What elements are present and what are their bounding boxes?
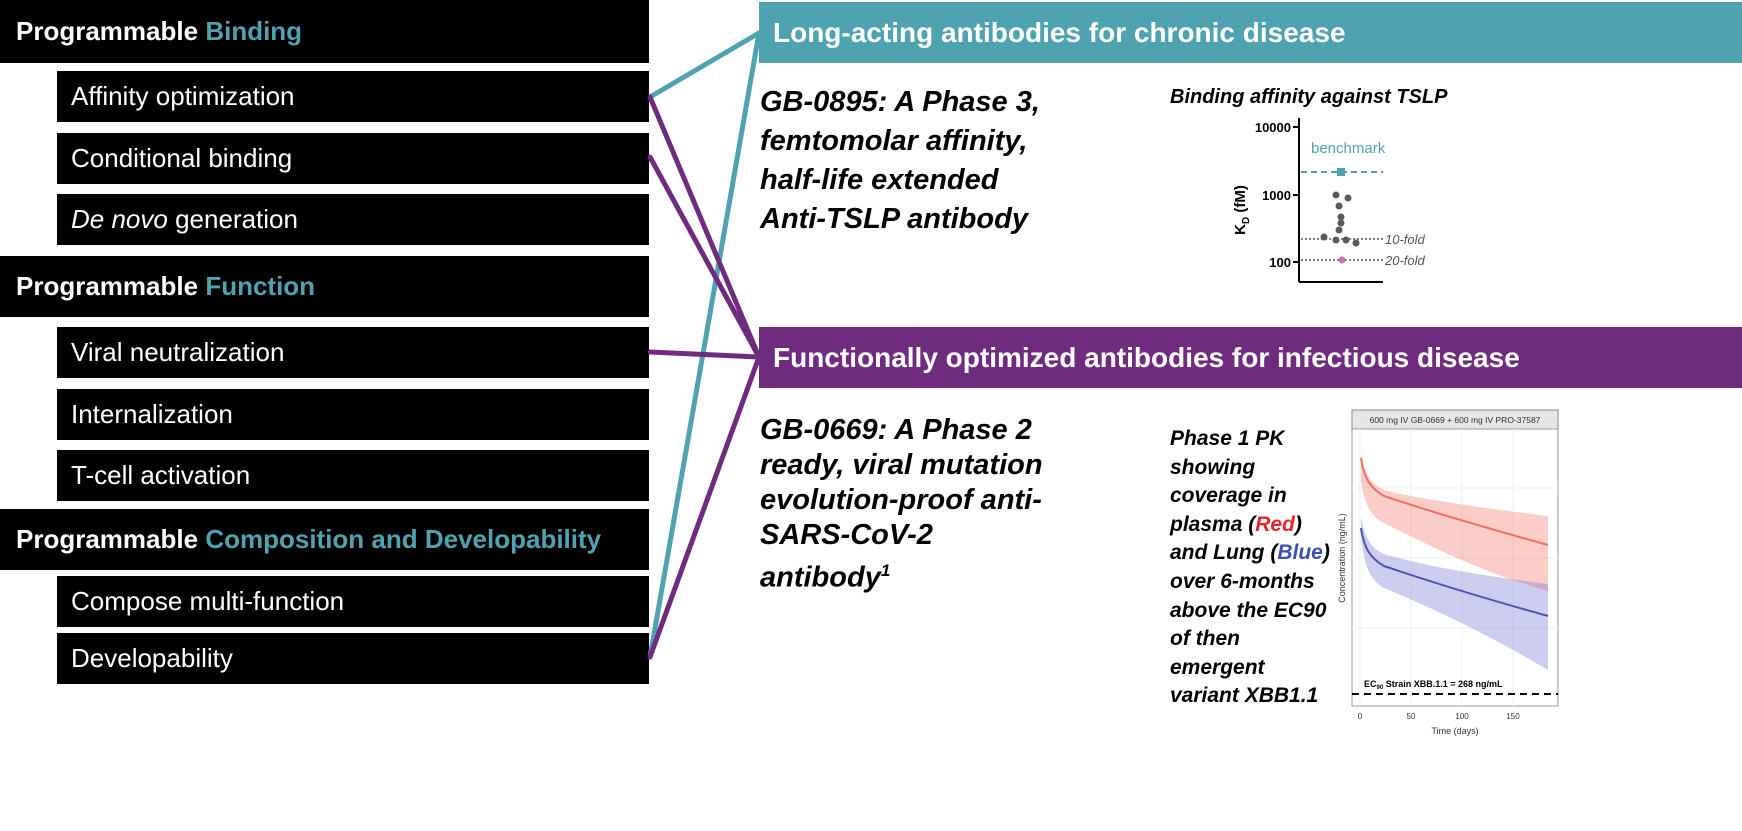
connector-developability-to-infectious (647, 354, 762, 660)
item-label: Compose multi-function (71, 586, 345, 616)
header-accent: Binding (205, 16, 303, 46)
desc-line: femtomolar affinity, (760, 125, 1028, 157)
item-affinity-optimization: Affinity optimization (57, 71, 649, 122)
gb0895-description: GB-0895: A Phase 3, femtomolar affinity,… (760, 83, 1040, 239)
item-label-italic: De novo (71, 204, 168, 234)
pk-plasma-band (1361, 453, 1548, 591)
kd-chart-title: Binding affinity against TSLP (1170, 86, 1448, 108)
kd-benchmark-marker (1337, 168, 1345, 176)
kd-data-point (1320, 233, 1328, 241)
connector-affinity-to-infectious (647, 94, 762, 360)
desc-line: half-life extended (760, 164, 999, 196)
pk-lung-line (1360, 527, 1549, 617)
kd-benchmark-label: benchmark (1311, 140, 1386, 157)
item-label: generation (167, 204, 298, 234)
kd-chart: KD (fM) 10000 1000 100 benchmark 10-fold… (1232, 118, 1426, 283)
item-label: Developability (71, 643, 233, 673)
header-programmable-composition: Programmable Composition and Developabil… (0, 509, 649, 570)
pk-plasma-line (1360, 457, 1549, 546)
pk-xtick-label: 50 (1407, 712, 1416, 721)
item-label: Affinity optimization (71, 81, 295, 111)
item-label: Internalization (71, 399, 233, 429)
item-label: Conditional binding (71, 143, 293, 173)
kd-data-point (1344, 194, 1352, 202)
item-de-novo-generation: De novo generation (57, 194, 649, 245)
kd-data-point (1342, 236, 1350, 244)
item-label: T-cell activation (71, 460, 251, 490)
caption-line: showing (1170, 455, 1256, 479)
caption-line: of then (1170, 627, 1240, 651)
header-prefix: Programmable (16, 16, 199, 46)
pk-xtick-label: 150 (1506, 712, 1520, 721)
desc-line: GB-0669: A Phase 2 (760, 414, 1032, 446)
item-viral-neutralization: Viral neutralization (57, 327, 649, 378)
pk-caption: Phase 1 PK showing coverage in plasma (R… (1170, 425, 1370, 711)
kd-tick-label: 10000 (1255, 120, 1291, 135)
kd-10fold-label: 10-fold (1385, 232, 1426, 247)
caption-line: plasma (Red) (1170, 512, 1302, 536)
desc-line: SARS-CoV-2 (760, 519, 933, 551)
item-developability: Developability (57, 633, 649, 684)
header-prefix: Programmable (16, 271, 199, 301)
connector-developability-to-chronic (647, 30, 762, 660)
caption-line: above the EC90 (1170, 598, 1327, 622)
desc-line: GB-0895: A Phase 3, (760, 86, 1040, 118)
desc-line: Anti-TSLP antibody (760, 203, 1028, 235)
caption-line: over 6-months (1170, 569, 1315, 593)
kd-tick-label: 100 (1269, 255, 1291, 270)
pk-xtick-label: 100 (1455, 712, 1469, 721)
pk-xlabel: Time (days) (1431, 726, 1478, 736)
kd-data-point (1335, 226, 1343, 234)
kd-data-point (1337, 219, 1345, 227)
gb0669-description: GB-0669: A Phase 2 ready, viral mutation… (760, 413, 1043, 596)
connector-affinity-to-chronic (647, 30, 762, 100)
pk-chart: 600 mg IV GB-0669 + 600 mg IV PRO-37587 … (1337, 409, 1559, 736)
banner-infectious-disease: Functionally optimized antibodies for in… (759, 327, 1742, 388)
kd-data-point (1337, 213, 1345, 221)
kd-data-point (1332, 236, 1340, 244)
kd-data-point (1332, 191, 1340, 199)
item-internalization: Internalization (57, 389, 649, 440)
desc-line: ready, viral mutation (760, 449, 1043, 481)
caption-line: and Lung (Blue) (1170, 541, 1330, 565)
pk-xtick-label: 0 (1358, 712, 1363, 721)
pk-ylabel: Concentration (ng/mL) (1337, 513, 1347, 603)
caption-line: emergent (1170, 655, 1265, 679)
kd-ylabel: KD (fM) (1232, 185, 1252, 235)
item-t-cell-activation: T-cell activation (57, 450, 649, 501)
header-programmable-function: Programmable Function (0, 256, 649, 317)
kd-20fold-label: 20-fold (1384, 253, 1426, 268)
header-accent: Function (205, 271, 316, 301)
connector-conditional-to-infectious (647, 154, 762, 360)
pk-ec90-label: EC90 Strain XBB.1.1 = 268 ng/mL (1364, 679, 1503, 691)
caption-line: Phase 1 PK (1170, 427, 1285, 450)
banner-label: Functionally optimized antibodies for in… (773, 341, 1520, 373)
desc-line: antibody1 (760, 561, 891, 594)
banner-label: Long-acting antibodies for chronic disea… (773, 16, 1346, 48)
caption-line: coverage in (1170, 484, 1287, 508)
kd-data-point (1352, 239, 1360, 247)
item-conditional-binding: Conditional binding (57, 133, 649, 184)
pk-title: 600 mg IV GB-0669 + 600 mg IV PRO-37587 (1370, 415, 1541, 425)
kd-data-point (1335, 202, 1343, 210)
caption-line: variant XBB1.1 (1170, 684, 1319, 708)
banner-chronic-disease: Long-acting antibodies for chronic disea… (759, 2, 1742, 63)
kd-data-point-best (1338, 256, 1346, 264)
header-programmable-binding: Programmable Binding (0, 0, 649, 63)
connector-viral-to-infectious (647, 349, 762, 360)
item-label: Viral neutralization (71, 337, 285, 367)
kd-tick-label: 1000 (1262, 188, 1291, 203)
pk-lung-band (1361, 516, 1548, 670)
footnote-marker: 1 (880, 561, 891, 580)
header-prefix: Programmable (16, 524, 199, 554)
desc-line: evolution-proof anti- (760, 484, 1042, 516)
item-compose-multi-function: Compose multi-function (57, 576, 649, 627)
header-accent: Composition and Developability (205, 524, 602, 554)
